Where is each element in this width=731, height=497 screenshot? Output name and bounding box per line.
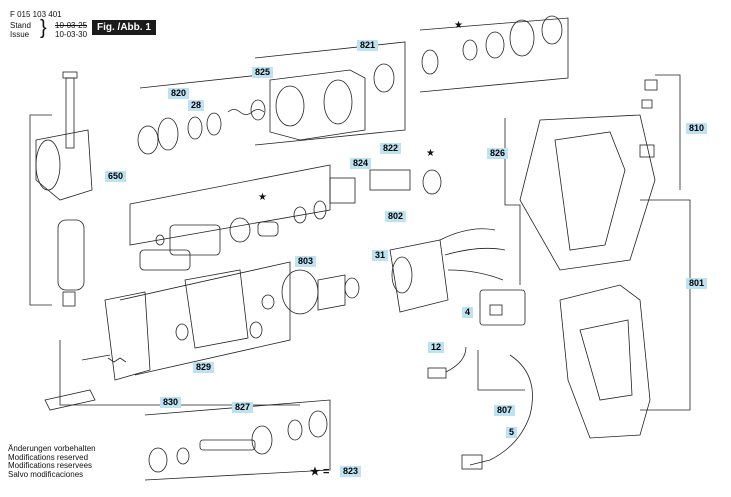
star-mark-1: ★: [454, 20, 463, 31]
callout-28: 28: [188, 100, 205, 111]
star-legend: ★ =: [310, 466, 329, 478]
star-legend-symbol: ★: [310, 466, 320, 478]
footer-notes: Änderungen vorbehalten Modifications res…: [8, 444, 96, 479]
callout-824: 824: [350, 158, 372, 169]
armature-fan: [281, 269, 319, 315]
callout-827: 827: [232, 402, 254, 413]
issue-label: Issue: [10, 30, 30, 39]
gasket-829: [104, 291, 151, 381]
rod-650: [65, 77, 75, 149]
bracket-801: [640, 199, 691, 411]
bracket-829: [119, 261, 291, 376]
star-mark-2: ★: [258, 192, 267, 203]
note-fr: Modifications reservees: [8, 461, 93, 470]
stand-old-date: 10-03-25: [55, 21, 88, 30]
assembly-bracket-top: [419, 17, 569, 93]
note-es: Salvo modificaciones: [8, 469, 84, 479]
callout-801: 801: [686, 278, 708, 289]
star-legend-equals: =: [322, 466, 330, 478]
callout-826: 826: [487, 148, 509, 159]
figure-label: Fig. /Abb. 1: [92, 20, 156, 35]
star-mark-3: ★: [426, 148, 435, 159]
gear-cover: [184, 269, 249, 349]
callout-823: 823: [340, 466, 362, 477]
assembly-bracket-824: [129, 164, 331, 246]
bracket-810: [655, 74, 681, 190]
bracket-650: [29, 114, 52, 306]
callout-12: 12: [428, 342, 445, 353]
callout-821: 821: [357, 40, 379, 51]
callout-4: 4: [462, 307, 474, 318]
leader-820: [139, 74, 261, 89]
bracket-830: [59, 340, 300, 406]
callout-825: 825: [252, 67, 274, 78]
note-de: Änderungen vorbehalten: [8, 444, 96, 453]
callout-802: 802: [385, 211, 407, 222]
bracket-826: [504, 118, 521, 285]
power-cable: [469, 354, 533, 466]
callout-803: 803: [295, 256, 317, 267]
callout-810: 810: [686, 123, 708, 134]
document-number: F 015 103 401: [10, 10, 62, 19]
motor-housing-half: [519, 114, 656, 271]
callout-829: 829: [193, 362, 215, 373]
gear-housing: [269, 69, 366, 141]
callout-5: 5: [506, 427, 518, 438]
aux-handle-clamp: [35, 129, 93, 201]
main-housing: [559, 284, 651, 439]
callout-820: 820: [168, 88, 190, 99]
callout-807: 807: [494, 405, 516, 416]
note-en: Modifications reserved: [8, 452, 89, 462]
assembly-bracket-821: [254, 41, 406, 146]
bracket-807: [477, 350, 525, 391]
callout-650: 650: [105, 171, 127, 182]
brace-symbol: }: [40, 17, 47, 39]
issue-date: 10-03-30: [55, 30, 88, 39]
callout-830: 830: [160, 397, 182, 408]
aux-grip: [57, 219, 85, 291]
callout-31: 31: [372, 250, 389, 261]
hammer-tube: [169, 224, 221, 256]
switch-body: [479, 289, 526, 326]
stator: [389, 239, 449, 313]
stand-label: Stand: [10, 21, 31, 30]
callout-822: 822: [380, 143, 402, 154]
